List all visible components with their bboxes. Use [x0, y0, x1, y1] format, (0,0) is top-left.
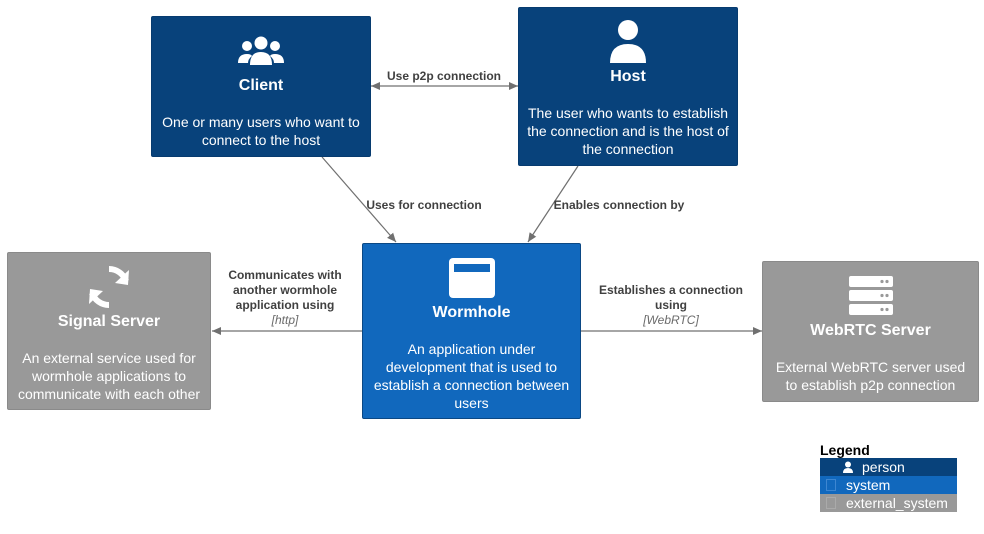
signal-server-title: Signal Server [57, 313, 161, 330]
client-node[interactable]: Client One or many users who want to con… [151, 16, 371, 157]
server-icon [848, 276, 893, 315]
legend-item-label: person [862, 459, 905, 475]
edge-label-wormhole-webrtc: Establishes a connection using [WebRTC] [596, 283, 746, 328]
user-icon [610, 20, 646, 63]
legend-item-label: external_system [846, 495, 948, 511]
edge-label-client-wormhole: Uses for connection [362, 198, 486, 213]
window-icon [826, 479, 836, 491]
legend-title: Legend [820, 442, 870, 458]
host-title: Host [610, 68, 646, 85]
edge-label-host-wormhole: Enables connection by [548, 198, 690, 213]
users-icon [238, 36, 284, 65]
edge-label-text: Enables connection by [553, 198, 685, 212]
edge-label-text: Communicates with another wormhole appli… [228, 268, 342, 312]
webrtc-server-description: External WebRTC server used to establish… [775, 359, 966, 393]
wormhole-description: An application under development that is… [373, 341, 570, 411]
host-description: The user who wants to establish the conn… [527, 105, 729, 157]
edge-client-wormhole [321, 156, 397, 243]
edge-label-text: Establishes a connection using [598, 283, 744, 312]
host-node[interactable]: Host The user who wants to establish the… [518, 7, 738, 166]
edge-label-tech: [WebRTC] [643, 313, 699, 327]
legend-item-label: system [846, 477, 891, 493]
edge-host-wormhole [527, 165, 579, 243]
legend-item-person: person [820, 458, 957, 476]
signal-server-description: An external service used for wormhole ap… [17, 350, 201, 402]
server-icon [826, 497, 836, 509]
signal-server-node[interactable]: Signal Server An external service used f… [7, 252, 211, 410]
window-icon [448, 258, 495, 298]
edge-label-client-host: Use p2p connection [380, 69, 508, 84]
edge-label-tech: [http] [271, 313, 299, 327]
client-title: Client [238, 77, 284, 94]
legend-item-external-system: external_system [820, 494, 957, 512]
wormhole-title: Wormhole [432, 304, 511, 321]
wormhole-node[interactable]: Wormhole An application under developmen… [362, 243, 581, 419]
legend-item-system: system [820, 476, 957, 494]
webrtc-server-node[interactable]: WebRTC Server External WebRTC server use… [762, 261, 979, 402]
edge-label-text: Uses for connection [366, 198, 482, 212]
edge-label-wormhole-signal: Communicates with another wormhole appli… [222, 268, 348, 328]
edge-label-text: Use p2p connection [386, 69, 502, 83]
sync-icon [89, 265, 129, 309]
user-icon [843, 461, 853, 473]
legend: Legend person system external_system [820, 442, 957, 512]
webrtc-server-title: WebRTC Server [810, 322, 931, 339]
client-description: One or many users who want to connect to… [162, 114, 360, 148]
